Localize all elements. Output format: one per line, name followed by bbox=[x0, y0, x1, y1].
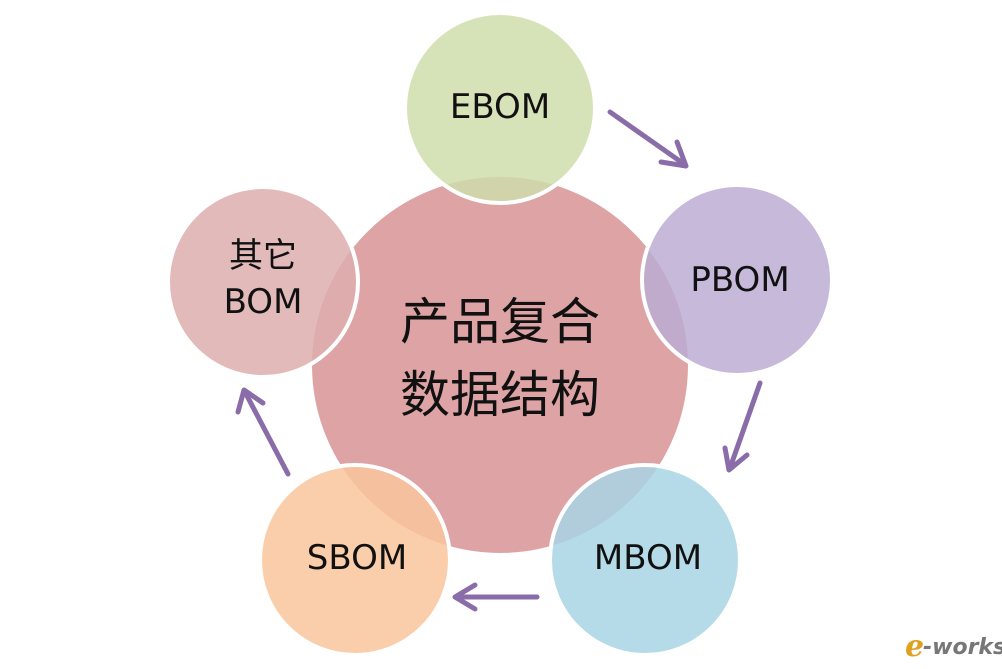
sbom-label: SBOM bbox=[307, 538, 407, 578]
pbom-circle bbox=[640, 183, 834, 377]
ebom-circle bbox=[403, 11, 597, 205]
mbom-label: MBOM bbox=[594, 538, 702, 578]
other-bom-circle bbox=[166, 185, 360, 379]
eworks-logo: e -works bbox=[905, 629, 1002, 664]
arrow-ebom-to-pbom bbox=[607, 109, 687, 167]
arrow-pbom-to-mbom bbox=[727, 380, 763, 471]
arrowhead-mbom bbox=[722, 445, 750, 473]
sbom-circle bbox=[258, 463, 452, 657]
eworks-logo-e: e bbox=[905, 629, 924, 664]
arrow-sbom-to-other bbox=[242, 389, 291, 477]
arrowhead-sbom bbox=[452, 582, 478, 612]
other-bom-label-line2: BOM bbox=[224, 282, 303, 322]
ebom-label: EBOM bbox=[450, 87, 550, 127]
arrowhead-pbom bbox=[658, 139, 689, 169]
eworks-logo-text: -works bbox=[923, 635, 1002, 660]
pbom-label: PBOM bbox=[690, 260, 789, 300]
center-label-line2: 数据结构 bbox=[400, 366, 600, 424]
center-label-line1: 产品复合 bbox=[400, 293, 600, 351]
arrowhead-other bbox=[235, 387, 266, 415]
other-bom-label-line1: 其它 bbox=[229, 236, 297, 276]
mbom-circle bbox=[548, 463, 742, 657]
